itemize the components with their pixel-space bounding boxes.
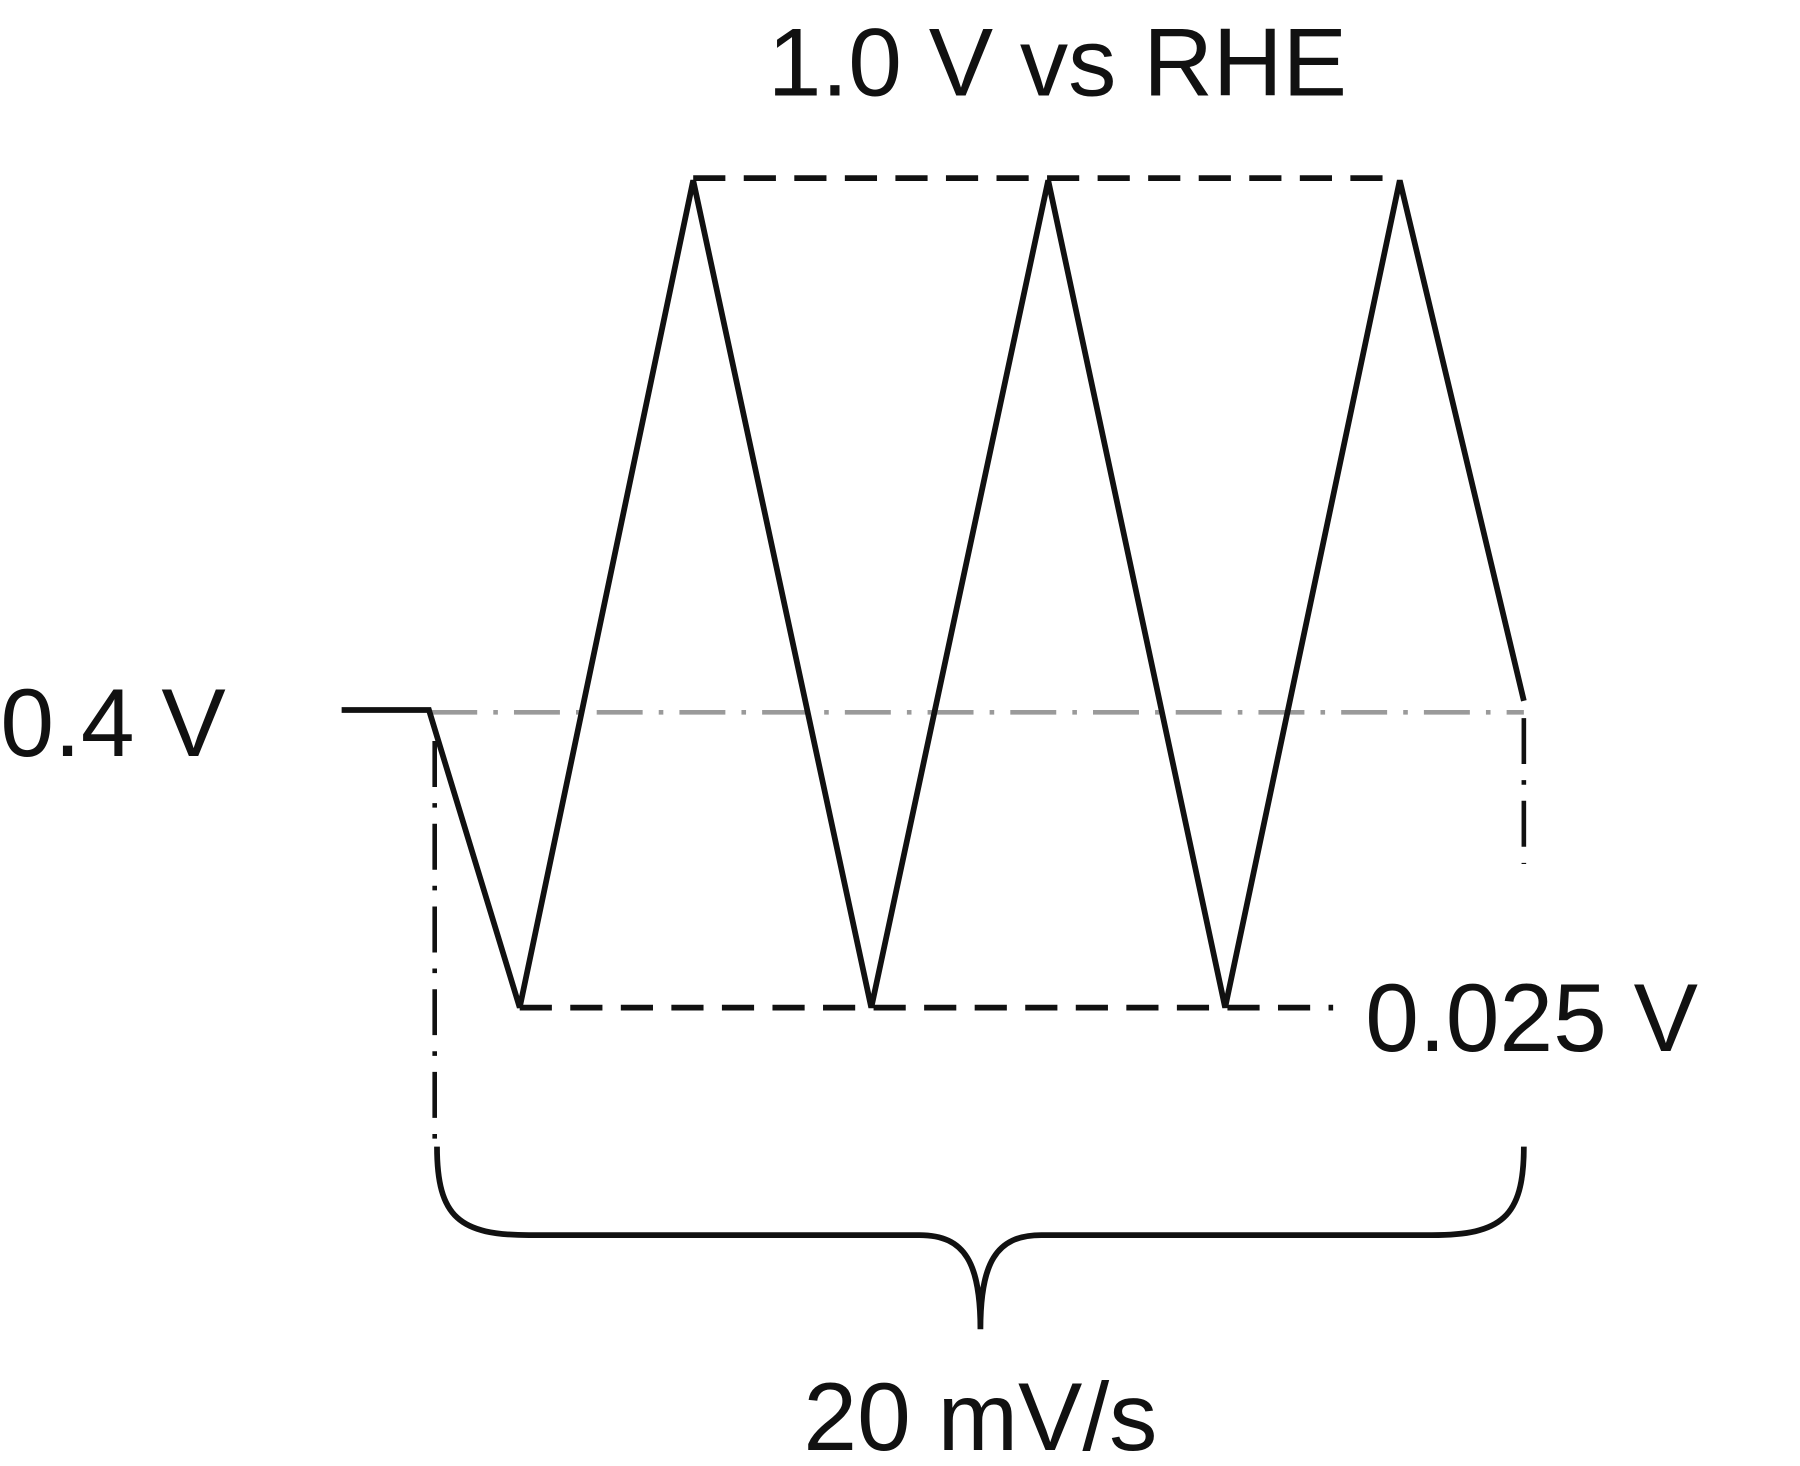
curly-brace (434, 1146, 1527, 1330)
scan-rate-label: 20 mV/s (803, 1364, 1157, 1466)
upper-potential-label: 1.0 V vs RHE (768, 9, 1347, 116)
lower-potential-label: 0.025 V (1365, 965, 1698, 1072)
triangular-waveform (341, 179, 1527, 1009)
start-potential-label: 0.4 V (0, 670, 225, 777)
